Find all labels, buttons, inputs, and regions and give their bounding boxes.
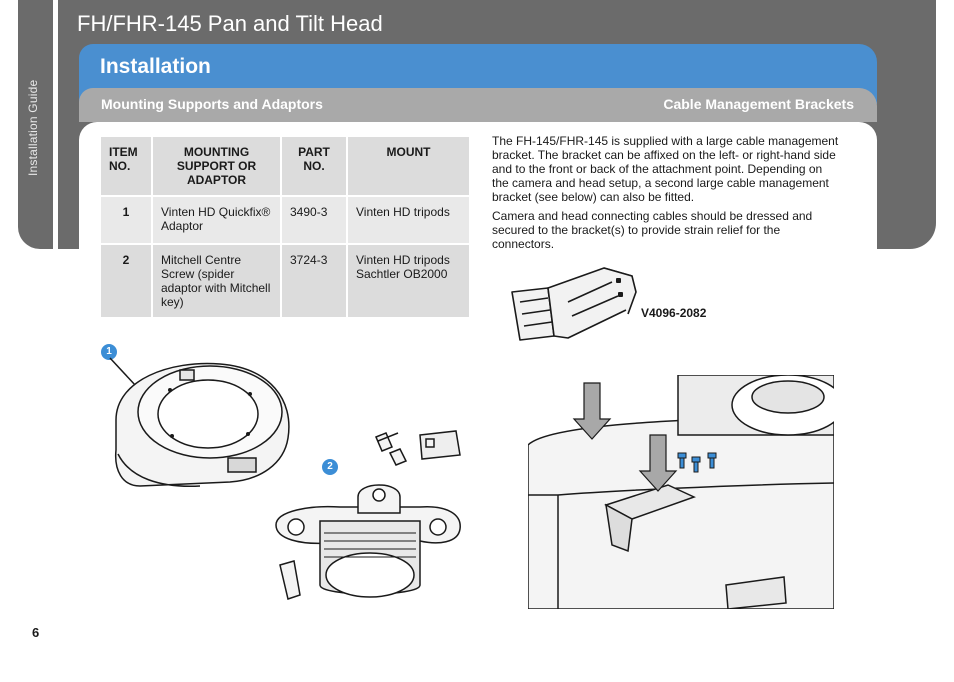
column-header: ITEM NO. [101,137,151,195]
paragraph-cable-dressing: Camera and head connecting cables should… [492,209,813,251]
mount-cell: Vinten HD tripods [348,197,469,243]
document-title: FH/FHR-145 Pan and Tilt Head [77,11,383,36]
paragraph-bracket-description: The FH-145/FHR-145 is supplied with a la… [492,134,839,204]
part-number-cell: 3724-3 [282,245,346,317]
side-tab [18,0,53,249]
table-row: 1 Vinten HD Quickfix® Adaptor 3490-3 Vin… [101,197,469,243]
mitchell-screw-illustration [275,430,461,600]
callout-1: 1 [101,344,117,360]
subheading-cable-management: Cable Management Brackets [663,96,854,112]
table-header-row: ITEM NO. MOUNTING SUPPORT OR ADAPTOR PAR… [101,137,469,195]
quickfix-adaptor-illustration [109,357,290,487]
part-number-cell: 3490-3 [282,197,346,243]
side-label: Installation Guide [26,79,40,176]
head-with-bracket-illustration [528,375,834,609]
section-title: Installation [100,55,211,78]
callout-2: 2 [322,459,338,475]
page-number: 6 [32,625,40,640]
adaptor-cell: Mitchell Centre Screw (spider adaptor wi… [153,245,280,317]
adaptor-cell: Vinten HD Quickfix® Adaptor [153,197,280,243]
column-header: PART NO. [282,137,346,195]
subheading-band [79,88,877,122]
item-number-cell: 1 [101,197,151,243]
item-number-cell: 2 [101,245,151,317]
column-header: MOUNT [348,137,469,195]
column-header: MOUNTING SUPPORT OR ADAPTOR [153,137,280,195]
parts-table: ITEM NO. MOUNTING SUPPORT OR ADAPTOR PAR… [99,135,471,319]
bracket-part-code: V4096-2082 [641,306,707,320]
table-row: 2 Mitchell Centre Screw (spider adaptor … [101,245,469,317]
subheading-mounting-supports: Mounting Supports and Adaptors [101,96,323,112]
mount-text: Vinten HD tripods Sachtler OB2000 [356,253,450,281]
mount-cell: Vinten HD tripods Sachtler OB2000 [348,245,469,317]
cable-bracket-illustration [511,267,637,341]
